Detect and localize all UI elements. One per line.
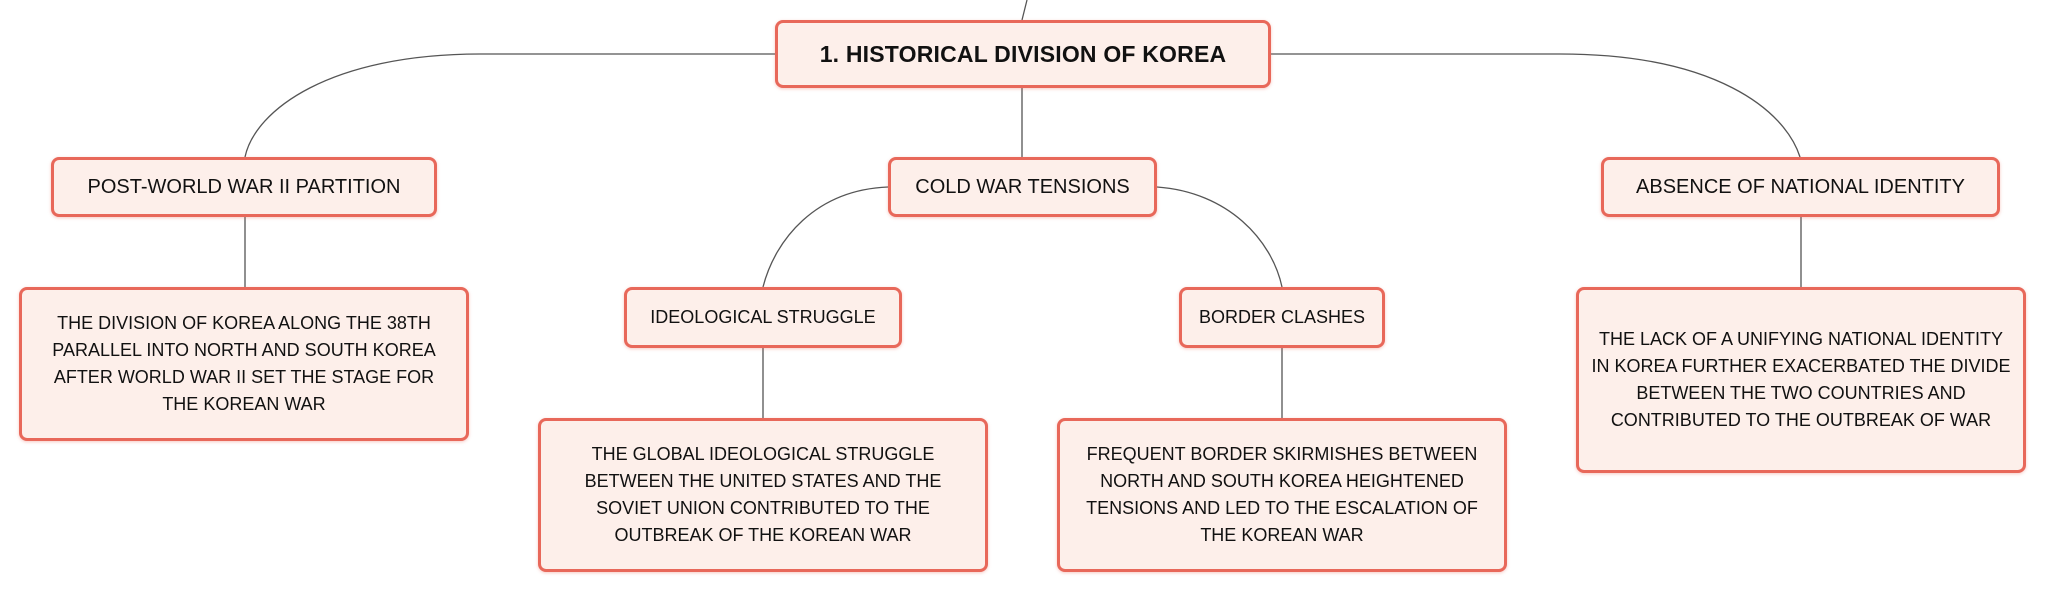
connector-parent-root (1021, 0, 1028, 21)
subbranch-label-ideological-struggle: IDEOLOGICAL STRUGGLE (650, 307, 876, 327)
detail-text-border-clashes: FREQUENT BORDER SKIRMISHES BETWEEN NORTH… (1086, 444, 1478, 545)
subbranch-node-border-clashes[interactable]: BORDER CLASHES (1179, 287, 1385, 348)
detail-text-absence-national-identity: THE LACK OF A UNIFYING NATIONAL IDENTITY… (1591, 329, 2011, 430)
subbranch-label-border-clashes: BORDER CLASHES (1198, 307, 1366, 327)
branch-node-post-war-partition[interactable]: POST-WORLD WAR II PARTITION (51, 157, 437, 217)
connector-root-identity (1270, 53, 1801, 158)
detail-node-ideological-struggle[interactable]: THE GLOBAL IDEOLOGICAL STRUGGLE BETWEEN … (538, 418, 988, 572)
detail-node-border-clashes[interactable]: FREQUENT BORDER SKIRMISHES BETWEEN NORTH… (1057, 418, 1507, 572)
subbranch-node-ideological-struggle[interactable]: IDEOLOGICAL STRUGGLE (624, 287, 902, 348)
connector-coldwar-ideological (762, 186, 889, 288)
connector-coldwar-border (1156, 186, 1283, 288)
branch-label-absence-national-identity: ABSENCE OF NATIONAL IDENTITY (1636, 175, 1965, 198)
detail-text-post-war-partition: THE DIVISION OF KOREA ALONG THE 38TH PAR… (52, 313, 436, 414)
detail-text-ideological-struggle: THE GLOBAL IDEOLOGICAL STRUGGLE BETWEEN … (584, 444, 942, 545)
branch-label-cold-war-tensions: COLD WAR TENSIONS (915, 175, 1130, 198)
detail-node-post-war-partition[interactable]: THE DIVISION OF KOREA ALONG THE 38TH PAR… (19, 287, 469, 441)
root-node[interactable]: 1. HISTORICAL DIVISION OF KOREA (775, 20, 1271, 88)
branch-node-cold-war-tensions[interactable]: COLD WAR TENSIONS (888, 157, 1157, 217)
branch-node-absence-national-identity[interactable]: ABSENCE OF NATIONAL IDENTITY (1601, 157, 2000, 217)
detail-node-absence-national-identity[interactable]: THE LACK OF A UNIFYING NATIONAL IDENTITY… (1576, 287, 2026, 473)
connector-root-partition (244, 53, 775, 158)
branch-label-post-war-partition: POST-WORLD WAR II PARTITION (87, 175, 401, 198)
root-node-label: 1. HISTORICAL DIVISION OF KOREA (819, 40, 1227, 67)
